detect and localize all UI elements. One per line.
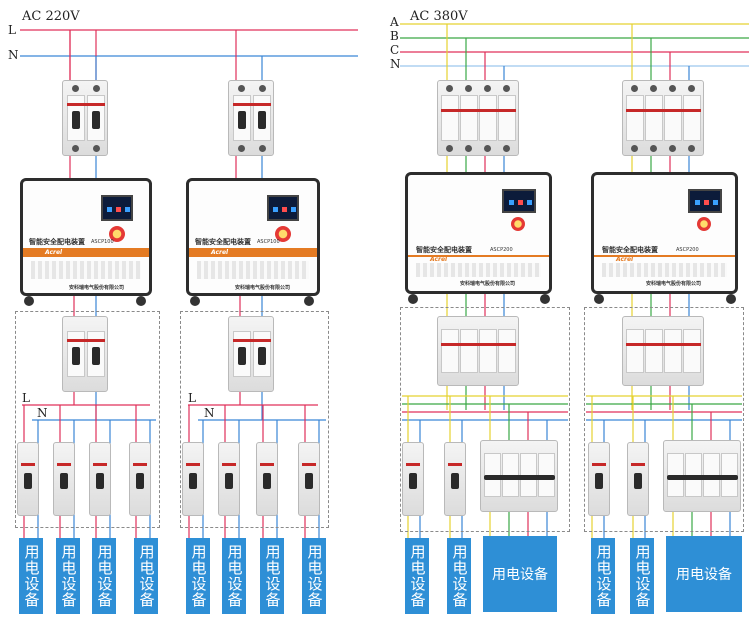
load-equipment-box: 用电设备 — [92, 538, 116, 614]
load-equipment-box: 用电设备 — [302, 538, 326, 614]
left-branch-l-label-1: L — [22, 391, 30, 405]
device-brand: Acrel — [430, 256, 448, 263]
load-equipment-box: 用电设备 — [56, 538, 80, 614]
device-brand-stripe — [23, 248, 149, 257]
left-safety-device-1: 智能安全配电装置 ASCP100 Acrel 安科瑞电气股份有限公司 — [20, 178, 152, 296]
device-screen — [267, 195, 299, 221]
right-panel-enclosure-2 — [584, 307, 744, 532]
device-model: ASCP200 — [490, 247, 513, 253]
right-output-breaker-2 — [622, 316, 704, 386]
branch-breaker — [17, 442, 39, 516]
left-input-breaker-2 — [228, 80, 274, 156]
device-terminals — [416, 263, 541, 277]
load-equipment-box: 用电设备 — [483, 536, 557, 612]
right-input-breaker-1 — [437, 80, 519, 156]
left-panel-enclosure-2 — [180, 311, 329, 528]
branch-breaker — [627, 442, 649, 516]
branch-breaker — [182, 442, 204, 516]
load-equipment-box: 用电设备 — [405, 538, 429, 614]
branch-breaker — [129, 442, 151, 516]
device-name: 智能安全配电装置 — [195, 238, 251, 246]
right-bus-n-label: N — [390, 57, 401, 71]
load-equipment-box: 用电设备 — [134, 538, 158, 614]
load-equipment-box: 用电设备 — [19, 538, 43, 614]
device-knob — [697, 217, 711, 231]
branch-breaker — [402, 442, 424, 516]
left-panel-enclosure-1 — [15, 311, 160, 528]
device-knob — [109, 226, 125, 242]
caster-wheel — [190, 296, 200, 306]
device-terminals — [197, 261, 309, 279]
device-name: 智能安全配电装置 — [602, 246, 658, 254]
left-bus-l-label: L — [8, 23, 16, 37]
left-branch-n-label-1: N — [37, 406, 48, 420]
branch-breaker — [444, 442, 466, 516]
device-brand: Acrel — [211, 249, 229, 256]
left-input-breaker-1 — [62, 80, 108, 156]
right-bus-b-label: B — [390, 29, 399, 43]
caster-wheel — [594, 294, 604, 304]
load-equipment-box: 用电设备 — [186, 538, 210, 614]
caster-wheel — [408, 294, 418, 304]
device-company: 安科瑞电气股份有限公司 — [646, 281, 702, 287]
device-brand-stripe — [594, 255, 735, 257]
load-equipment-box: 用电设备 — [447, 538, 471, 614]
left-branch-n-label-2: N — [204, 406, 215, 420]
device-company: 安科瑞电气股份有限公司 — [235, 285, 291, 291]
left-voltage-title: AC 220V — [22, 9, 80, 24]
branch-breaker — [89, 442, 111, 516]
device-screen — [502, 189, 536, 213]
left-safety-device-2: 智能安全配电装置 ASCP100 Acrel 安科瑞电气股份有限公司 — [186, 178, 320, 296]
branch-breaker-4p — [480, 440, 558, 512]
right-bus-c-label: C — [390, 43, 400, 57]
device-screen — [101, 195, 133, 221]
device-model: ASCP100 — [257, 239, 280, 245]
left-bus-n-label: N — [8, 48, 19, 62]
caster-wheel — [24, 296, 34, 306]
right-input-breaker-2 — [622, 80, 704, 156]
branch-breaker — [588, 442, 610, 516]
load-equipment-box: 用电设备 — [222, 538, 246, 614]
device-company: 安科瑞电气股份有限公司 — [460, 281, 516, 287]
right-safety-device-2: 智能安全配电装置 ASCP200 Acrel 安科瑞电气股份有限公司 — [591, 172, 738, 294]
load-equipment-box: 用电设备 — [591, 538, 615, 614]
device-brand: Acrel — [45, 249, 63, 256]
device-brand-stripe — [408, 255, 549, 257]
caster-wheel — [136, 296, 146, 306]
load-equipment-box: 用电设备 — [666, 536, 742, 612]
branch-breaker — [256, 442, 278, 516]
device-screen — [688, 189, 722, 213]
right-output-breaker-1 — [437, 316, 519, 386]
load-equipment-box: 用电设备 — [260, 538, 284, 614]
device-brand: Acrel — [616, 256, 634, 263]
device-company: 安科瑞电气股份有限公司 — [69, 285, 125, 291]
left-output-breaker-2 — [228, 316, 274, 392]
right-bus-a-label: A — [390, 15, 399, 29]
device-name: 智能安全配电装置 — [416, 246, 472, 254]
device-knob — [511, 217, 525, 231]
device-model: ASCP100 — [91, 239, 114, 245]
left-output-breaker-1 — [62, 316, 108, 392]
device-knob — [275, 226, 291, 242]
left-branch-l-label-2: L — [188, 391, 196, 405]
load-equipment-box: 用电设备 — [630, 538, 654, 614]
caster-wheel — [540, 294, 550, 304]
device-model: ASCP200 — [676, 247, 699, 253]
branch-breaker — [218, 442, 240, 516]
right-safety-device-1: 智能安全配电装置 ASCP200 Acrel 安科瑞电气股份有限公司 — [405, 172, 552, 294]
device-brand-stripe — [189, 248, 317, 257]
caster-wheel — [304, 296, 314, 306]
branch-breaker — [298, 442, 320, 516]
device-name: 智能安全配电装置 — [29, 238, 85, 246]
device-terminals — [31, 261, 141, 279]
right-voltage-title: AC 380V — [410, 9, 468, 24]
device-terminals — [602, 263, 727, 277]
right-panel-enclosure-1 — [400, 307, 570, 532]
caster-wheel — [726, 294, 736, 304]
branch-breaker-4p — [663, 440, 741, 512]
branch-breaker — [53, 442, 75, 516]
